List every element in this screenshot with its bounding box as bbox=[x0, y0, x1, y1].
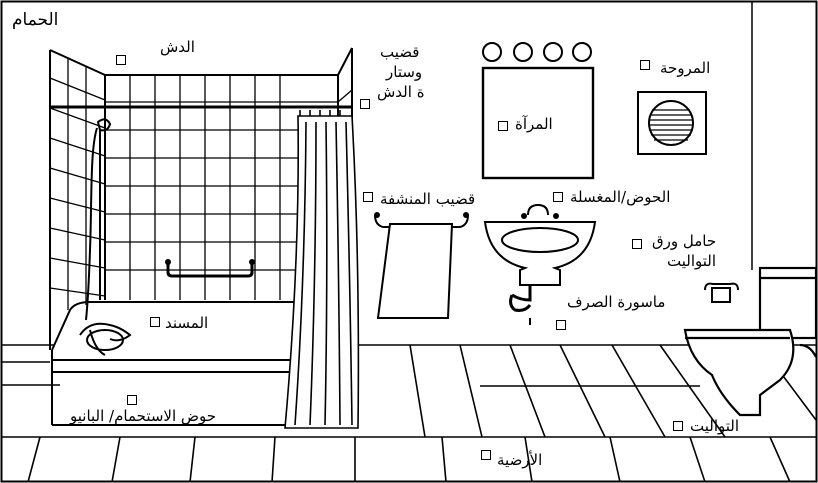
checkbox-floor[interactable] bbox=[481, 450, 491, 460]
label-paper-line2: التواليت bbox=[667, 253, 716, 270]
checkbox-sink[interactable] bbox=[553, 192, 563, 202]
label-rod-line2: وستار bbox=[386, 64, 422, 81]
checkbox-paper-holder[interactable] bbox=[632, 239, 642, 249]
label-mirror: المرآة bbox=[515, 116, 553, 133]
mirror-drawing bbox=[483, 43, 593, 178]
page-title: الحمام bbox=[12, 12, 58, 29]
label-rod-line3: ة الدش bbox=[377, 84, 425, 101]
paper-holder-drawing bbox=[705, 284, 738, 302]
label-sink: الحوض/المغسلة bbox=[570, 189, 670, 206]
shower-head bbox=[86, 119, 110, 320]
label-drain: ماسورة الصرف bbox=[567, 294, 665, 311]
label-toilet: التواليت bbox=[690, 418, 739, 435]
checkbox-fan[interactable] bbox=[640, 60, 650, 70]
label-fan: المروحة bbox=[660, 60, 710, 77]
checkbox-toilet[interactable] bbox=[673, 421, 683, 431]
checkbox-towel-bar[interactable] bbox=[363, 192, 373, 202]
label-grab-bar: المسند bbox=[165, 315, 208, 332]
label-rod-line1: قضيب bbox=[380, 44, 419, 61]
label-shower: الدش bbox=[160, 39, 195, 56]
checkbox-grab-bar[interactable] bbox=[150, 317, 160, 327]
label-towel-bar: قضيب المنشفة bbox=[380, 191, 475, 208]
label-bathtub: حوض الاستحمام/ البانيو bbox=[70, 408, 216, 425]
checkbox-shower[interactable] bbox=[116, 55, 126, 65]
label-floor: الأرضية bbox=[497, 452, 542, 469]
checkbox-shower-rod[interactable] bbox=[360, 99, 370, 109]
towel-drawing bbox=[374, 212, 469, 318]
checkbox-bathtub[interactable] bbox=[127, 395, 137, 405]
fan-drawing bbox=[638, 92, 706, 154]
checkbox-mirror[interactable] bbox=[498, 121, 508, 131]
checkbox-drain[interactable] bbox=[556, 320, 566, 330]
label-paper-line1: حامل ورق bbox=[652, 233, 716, 250]
